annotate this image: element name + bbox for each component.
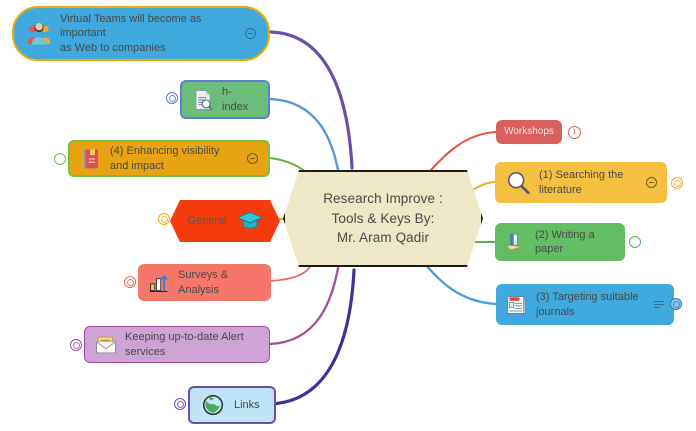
node-searching-label: (1) Searching the literature <box>539 169 624 196</box>
edge-links <box>268 268 356 406</box>
globe-icon <box>202 394 224 416</box>
collapse-toggle-virtual-teams[interactable] <box>245 28 256 39</box>
node-links-box[interactable]: Links <box>188 386 276 424</box>
node-searching-box[interactable]: (1) Searching the literature <box>495 162 667 203</box>
node-surveys-analysis[interactable]: Surveys & Analysis <box>124 264 271 301</box>
node-workshops-label: Workshops <box>504 125 554 137</box>
node-writing-paper[interactable]: (2) Writing a paper <box>495 223 641 261</box>
collapse-toggle-enhancing[interactable] <box>247 153 258 164</box>
expand-badge-searching[interactable] <box>671 177 683 189</box>
expand-badge-enhancing[interactable] <box>54 153 66 165</box>
node-targeting-box[interactable]: (3) Targeting suitable journals <box>496 284 674 325</box>
node-general-label: General <box>187 214 227 227</box>
document-search-icon <box>195 89 213 110</box>
node-virtual-teams[interactable]: Virtual Teams will become as important a… <box>12 6 270 61</box>
node-alert-services[interactable]: Keeping up-to-date Alert services <box>70 326 270 363</box>
books-icon <box>506 233 522 251</box>
node-alerts-label: Keeping up-to-date Alert services <box>125 331 244 358</box>
expand-badge-writing[interactable] <box>629 236 641 248</box>
link-badge-targeting[interactable] <box>670 298 682 310</box>
node-h-index-label: h-index <box>222 86 249 113</box>
node-h-index[interactable]: h-index <box>166 80 270 119</box>
node-general[interactable]: General <box>158 200 280 242</box>
node-general-box[interactable]: General <box>170 200 280 242</box>
node-h-index-box[interactable]: h-index <box>180 80 270 119</box>
node-surveys-box[interactable]: Surveys & Analysis <box>138 264 271 301</box>
collapse-toggle-searching[interactable] <box>646 177 657 188</box>
node-alerts-box[interactable]: Keeping up-to-date Alert services <box>84 326 270 363</box>
node-virtual-teams-box[interactable]: Virtual Teams will become as important a… <box>12 6 270 61</box>
node-targeting-label: (3) Targeting suitable journals <box>536 291 639 318</box>
node-searching-literature[interactable]: (1) Searching the literature <box>495 162 683 203</box>
expand-badge-general[interactable] <box>158 213 170 225</box>
expand-badge-surveys[interactable] <box>124 276 136 288</box>
link-badge-h-index[interactable] <box>166 92 178 104</box>
red-notebook-icon <box>83 149 99 168</box>
envelope-icon <box>96 336 116 353</box>
bar-chart-icon <box>149 274 168 292</box>
node-links[interactable]: Links <box>174 386 276 424</box>
graduation-cap-icon <box>236 211 263 229</box>
node-writing-label: (2) Writing a paper <box>535 228 595 255</box>
expand-badge-alerts[interactable] <box>70 339 82 351</box>
child-count-value: 1 <box>572 129 577 136</box>
node-virtual-teams-label: Virtual Teams will become as important a… <box>60 13 202 54</box>
edge-virtual-teams <box>269 30 354 170</box>
magnifier-icon <box>507 171 530 194</box>
node-enhancing-label: (4) Enhancing visibility and impact <box>110 145 220 172</box>
node-enhancing-box[interactable]: (4) Enhancing visibility and impact <box>68 140 270 177</box>
central-node[interactable]: Research Improve : Tools & Keys By: Mr. … <box>283 170 483 267</box>
edge-alerts <box>268 266 340 346</box>
edge-h-index <box>268 97 340 172</box>
central-node-shape: Research Improve : Tools & Keys By: Mr. … <box>283 170 483 267</box>
node-enhancing-visibility[interactable]: (4) Enhancing visibility and impact <box>54 140 270 177</box>
people-group-icon <box>27 22 51 45</box>
newspaper-icon <box>507 295 526 315</box>
node-workshops[interactable]: Workshops 1 <box>496 120 581 144</box>
notes-lines-icon[interactable] <box>654 301 664 308</box>
node-links-label: Links <box>234 398 260 411</box>
node-targeting-journals[interactable]: (3) Targeting suitable journals <box>496 284 682 325</box>
node-workshops-box[interactable]: Workshops <box>496 120 562 144</box>
child-count-badge-workshops[interactable]: 1 <box>568 126 581 139</box>
node-surveys-label: Surveys & Analysis <box>178 269 229 296</box>
link-badge-links[interactable] <box>174 398 186 410</box>
node-writing-box[interactable]: (2) Writing a paper <box>495 223 625 261</box>
central-node-label: Research Improve : Tools & Keys By: Mr. … <box>323 191 443 246</box>
